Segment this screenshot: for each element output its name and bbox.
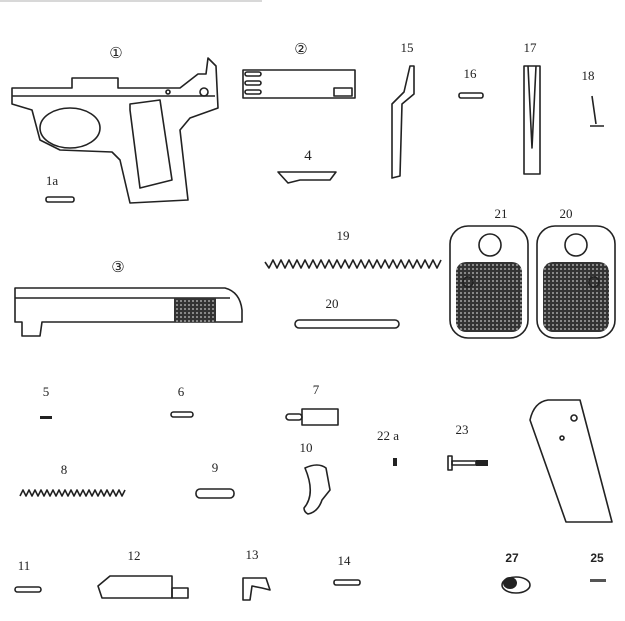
label-part-12: 12 bbox=[128, 548, 141, 563]
label-part-8: 8 bbox=[61, 462, 68, 477]
part-13 bbox=[242, 577, 271, 601]
part-14-pin bbox=[333, 579, 361, 586]
part-10-trigger bbox=[303, 464, 331, 515]
part-8-spring bbox=[19, 489, 126, 497]
part-5 bbox=[40, 416, 52, 419]
part-19-spring bbox=[264, 259, 442, 269]
label-part-11: 11 bbox=[18, 558, 31, 573]
label-part-2: ② bbox=[294, 42, 307, 58]
label-part-18: 18 bbox=[582, 68, 595, 83]
label-part-23: 23 bbox=[456, 422, 469, 437]
label-part-25: 25 bbox=[590, 551, 604, 565]
part-12-firing-pin bbox=[97, 575, 189, 599]
part-4 bbox=[277, 171, 337, 184]
part-15 bbox=[391, 65, 415, 179]
label-part-22: 21 bbox=[495, 206, 508, 221]
part-23-screw bbox=[447, 455, 488, 471]
part-1-frame bbox=[11, 57, 219, 204]
label-part-9: 9 bbox=[212, 460, 219, 475]
part-11-pin bbox=[14, 586, 42, 593]
label-part-20: 20 bbox=[326, 296, 339, 311]
label-part-22a: 22 a bbox=[377, 428, 399, 443]
label-part-19: 19 bbox=[337, 228, 350, 243]
part-1a-pin bbox=[45, 196, 75, 203]
label-part-13: 13 bbox=[246, 547, 259, 562]
label-part-3: ③ bbox=[111, 260, 124, 276]
part-3-slide bbox=[14, 287, 243, 337]
label-part-7: 7 bbox=[313, 382, 320, 397]
part-17-spring-plate bbox=[523, 65, 541, 175]
part-16-pin bbox=[458, 92, 484, 99]
magazine bbox=[529, 399, 613, 523]
part-2-barrel-block bbox=[242, 69, 356, 99]
top-border-line bbox=[0, 0, 262, 2]
part-22-grip bbox=[449, 225, 529, 339]
label-part-6: 6 bbox=[178, 384, 185, 399]
label-part-15: 15 bbox=[401, 40, 414, 55]
label-part-1a: 1a bbox=[46, 173, 59, 188]
label-part-14: 14 bbox=[338, 553, 352, 568]
part-9-pin bbox=[195, 488, 235, 499]
label-part-10: 10 bbox=[300, 440, 313, 455]
label-part-16: 16 bbox=[464, 66, 478, 81]
part-18 bbox=[590, 95, 604, 127]
label-part-4: 4 bbox=[304, 148, 312, 164]
part-22a bbox=[393, 458, 397, 466]
label-part-21: 20 bbox=[560, 206, 573, 221]
part-27 bbox=[501, 576, 531, 594]
label-part-27: 27 bbox=[505, 551, 519, 565]
part-25 bbox=[590, 579, 606, 582]
part-7 bbox=[285, 408, 339, 426]
part-21-grip bbox=[536, 225, 616, 339]
label-part-1: ① bbox=[109, 46, 122, 62]
label-part-5: 5 bbox=[43, 384, 50, 399]
part-6-pin bbox=[170, 411, 194, 418]
label-part-17: 17 bbox=[524, 40, 538, 55]
part-20-rod bbox=[294, 319, 400, 329]
